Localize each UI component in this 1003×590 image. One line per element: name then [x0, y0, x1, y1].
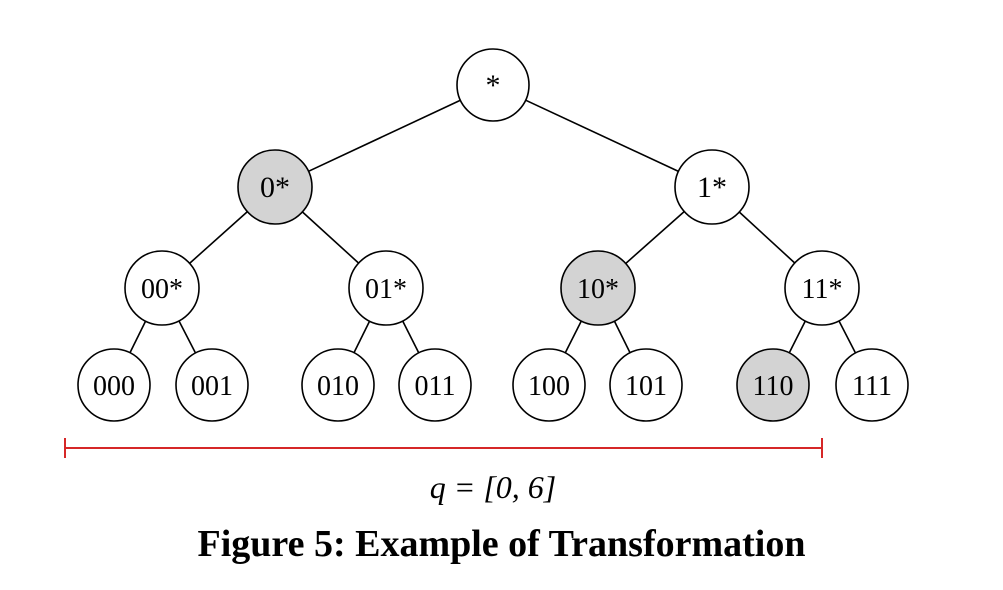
node-circle	[784, 250, 860, 326]
tree-edge-n11-n110	[788, 320, 807, 354]
tree-node-n010: 010	[301, 348, 375, 422]
tree-edge-n00-n001	[178, 320, 197, 354]
tree-edge-n01-n011	[401, 320, 420, 354]
node-circle	[398, 348, 472, 422]
tree-node-n101: 101	[609, 348, 683, 422]
highlighted-node-circle	[736, 348, 810, 422]
node-label: 01*	[365, 274, 407, 305]
node-label: 110	[753, 371, 794, 402]
tree-node-n011: 011	[398, 348, 472, 422]
tree-node-n0: 0*	[237, 149, 313, 225]
node-label: *	[486, 69, 501, 102]
highlighted-node-circle	[237, 149, 313, 225]
node-label: 101	[625, 371, 667, 402]
tree-edge-n10-n100	[564, 320, 583, 354]
node-circle	[835, 348, 909, 422]
node-label: 000	[93, 371, 135, 402]
tree-node-root: *	[456, 48, 530, 122]
node-label: 0*	[260, 171, 290, 204]
tree-node-n00: 00*	[124, 250, 200, 326]
query-range: q = [0, 6]	[64, 438, 823, 505]
tree-edge-root-n0	[308, 99, 461, 173]
highlighted-node-circle	[560, 250, 636, 326]
tree-edge-n00-n000	[129, 320, 147, 354]
node-circle	[674, 149, 750, 225]
tree-edge-n10-n101	[613, 320, 631, 354]
tree-edge-n0-n00	[189, 211, 248, 264]
tree-node-n10: 10*	[560, 250, 636, 326]
node-circle	[77, 348, 151, 422]
node-circle	[456, 48, 530, 122]
tree-nodes: * 0* 1* 00* 01* 10* 11* 000 001 010 011 100 101 110 11…	[77, 48, 909, 422]
tree-node-n1: 1*	[674, 149, 750, 225]
node-circle	[609, 348, 683, 422]
node-circle	[512, 348, 586, 422]
tree-edge-n01-n010	[353, 320, 371, 354]
node-circle	[124, 250, 200, 326]
range-label: q = [0, 6]	[430, 469, 557, 505]
node-label: 001	[191, 371, 233, 402]
figure-caption: Figure 5: Example of Transformation	[197, 523, 806, 565]
node-circle	[175, 348, 249, 422]
tree-node-n111: 111	[835, 348, 909, 422]
tree-edge-root-n1	[525, 99, 679, 173]
tree-node-n110: 110	[736, 348, 810, 422]
node-label: 011	[415, 371, 456, 402]
node-label: 11*	[802, 274, 843, 305]
tree-node-n100: 100	[512, 348, 586, 422]
tree-node-n01: 01*	[348, 250, 424, 326]
node-label: 111	[852, 371, 892, 402]
tree-edges	[129, 99, 857, 354]
tree-node-n001: 001	[175, 348, 249, 422]
tree-node-n000: 000	[77, 348, 151, 422]
node-label: 00*	[141, 274, 183, 305]
node-label: 10*	[577, 274, 619, 305]
node-label: 1*	[697, 171, 727, 204]
node-circle	[301, 348, 375, 422]
node-label: 010	[317, 371, 359, 402]
tree-edge-n1-n11	[738, 211, 796, 264]
tree-edge-n0-n01	[301, 211, 360, 264]
node-circle	[348, 250, 424, 326]
node-label: 100	[528, 371, 570, 402]
tree-edge-n11-n111	[838, 320, 857, 354]
tree-node-n11: 11*	[784, 250, 860, 326]
tree-edge-n1-n10	[625, 210, 685, 265]
